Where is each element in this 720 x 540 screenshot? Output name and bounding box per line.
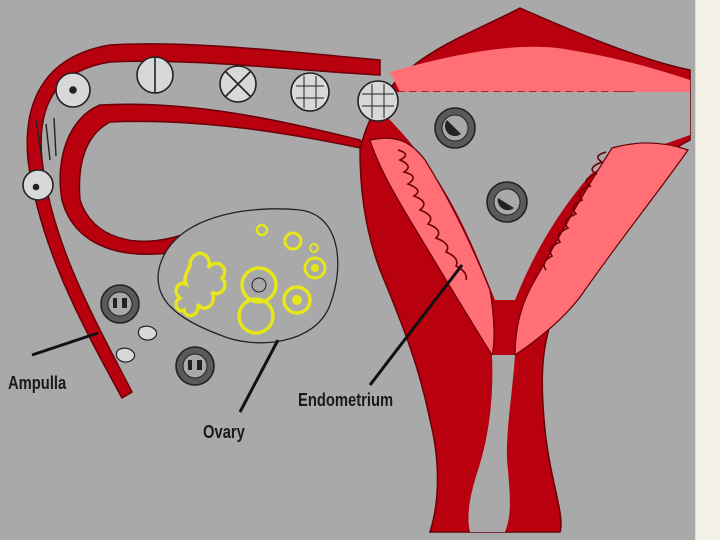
side-strip bbox=[695, 0, 720, 540]
corona-cell bbox=[138, 326, 156, 340]
ovary-label: Ovary bbox=[203, 423, 245, 441]
corona-cell bbox=[116, 348, 134, 362]
ovum-inner bbox=[183, 354, 207, 378]
follicle-oocyte bbox=[292, 295, 302, 305]
follicle-oocyte bbox=[311, 264, 319, 272]
morula-late bbox=[358, 81, 398, 121]
ampulla-label: Ampulla bbox=[8, 374, 66, 392]
blastocoel bbox=[494, 189, 520, 215]
morula bbox=[291, 73, 329, 111]
zygote-nucleus bbox=[70, 87, 76, 93]
egg-nucleus bbox=[34, 185, 39, 190]
endometrium-label: Endometrium bbox=[298, 391, 393, 409]
ovum-inner bbox=[108, 292, 132, 316]
